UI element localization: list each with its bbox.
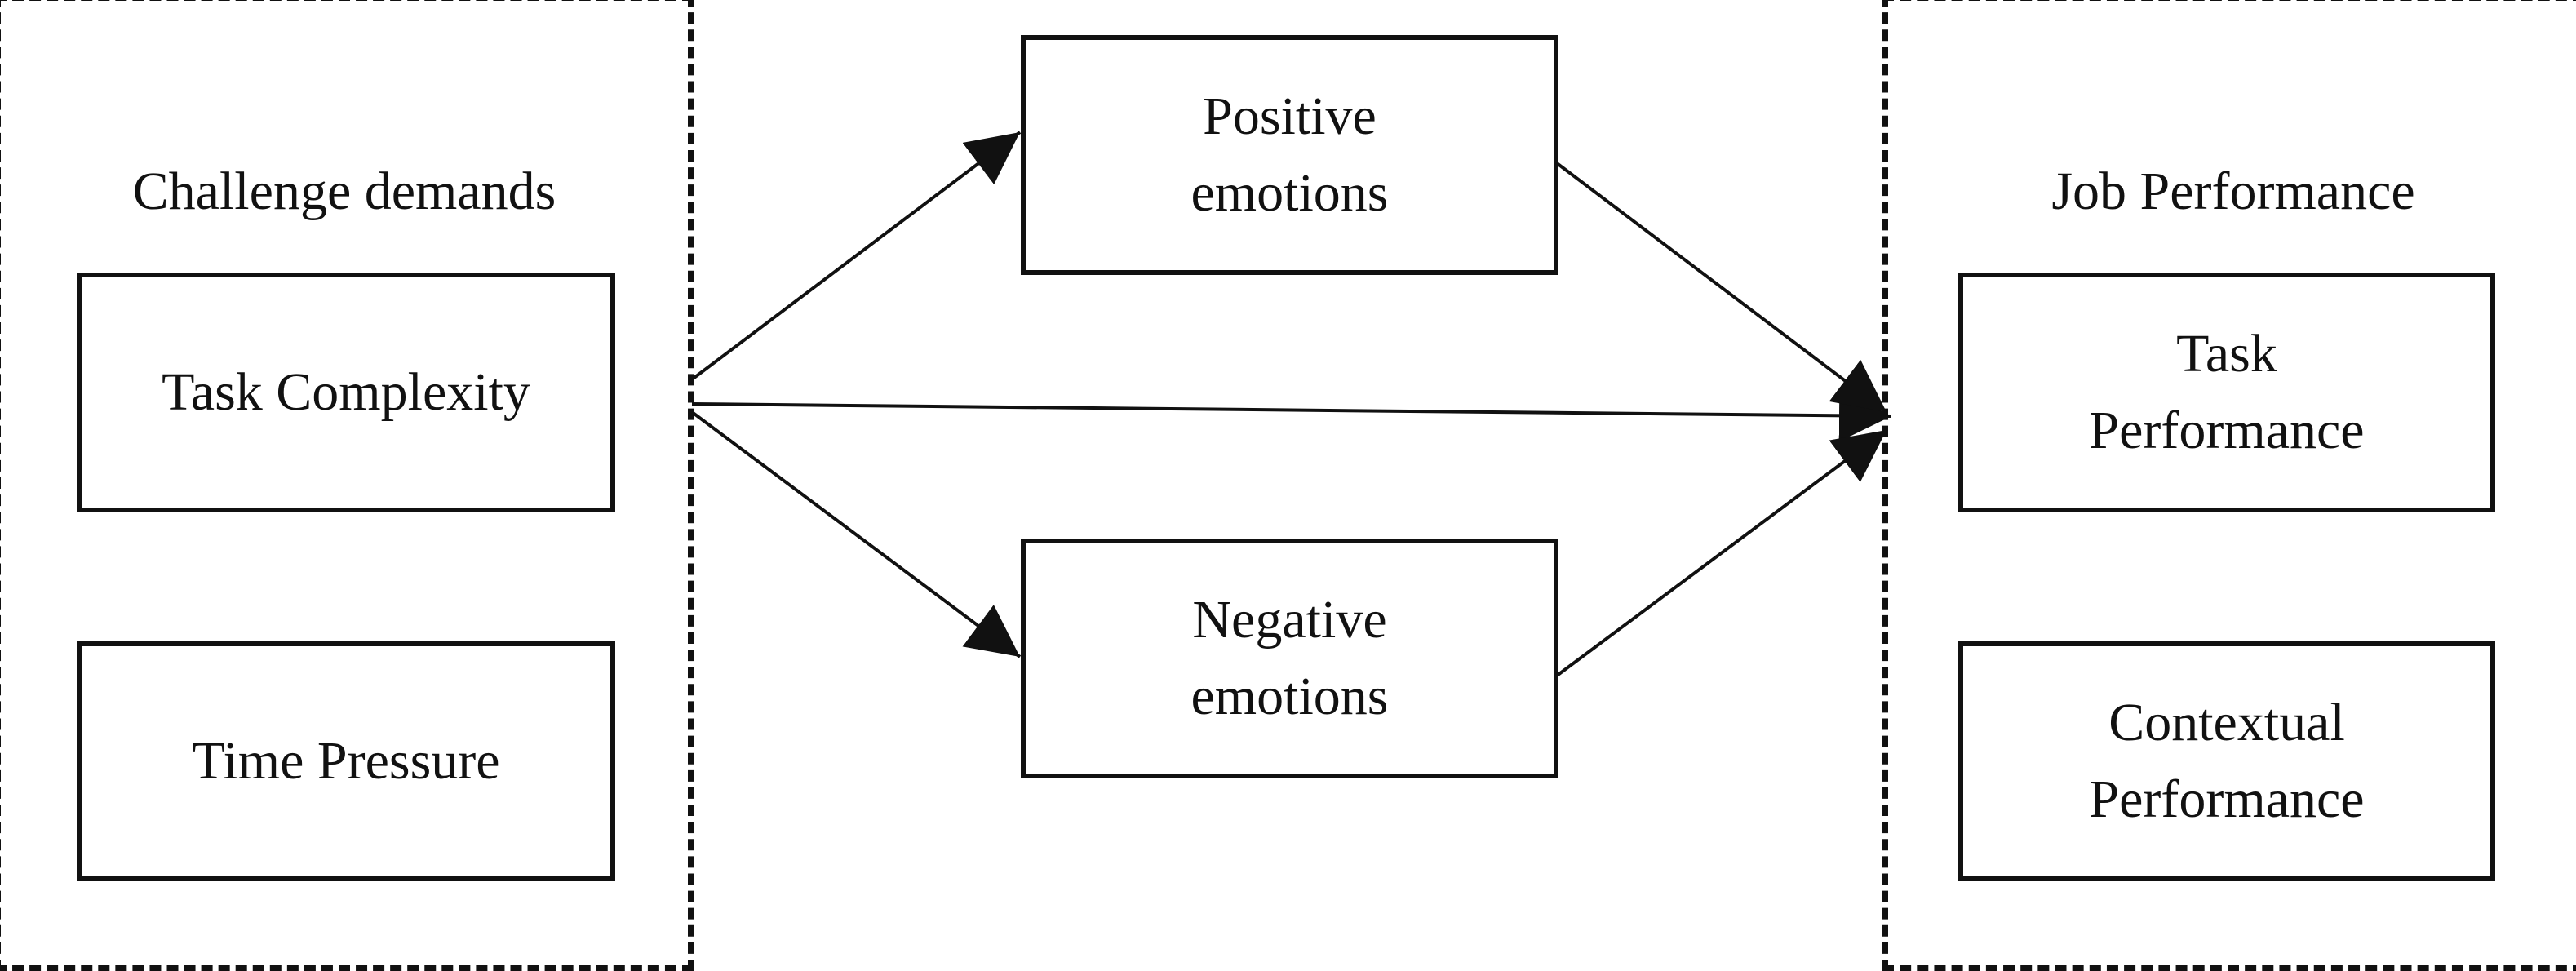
task-performance-box: Task Performance: [1958, 273, 2495, 512]
time-pressure-label: Time Pressure: [192, 731, 500, 791]
contextual-performance-line1: Contextual: [2108, 693, 2345, 753]
challenge-demands-group: Challenge demands: [0, 0, 694, 971]
arrow-negative-to-performance: [1555, 428, 1888, 677]
job-performance-group: Job Performance: [1882, 0, 2576, 971]
arrow-demands-to-negative: [690, 410, 1022, 658]
arrow-demands-to-performance: [691, 389, 1892, 442]
arrow-positive-to-performance: [1555, 162, 1888, 414]
contextual-performance-line2: Performance: [2089, 769, 2365, 829]
positive-emotions-line2: emotions: [1190, 163, 1389, 223]
positive-emotions-line1: Positive: [1203, 86, 1377, 147]
arrow-demands-to-positive: [690, 131, 1022, 381]
negative-emotions-box: Negative emotions: [1021, 539, 1558, 778]
task-complexity-box: Task Complexity: [77, 273, 615, 512]
task-performance-line1: Task: [2176, 324, 2277, 384]
positive-emotions-box: Positive emotions: [1021, 35, 1558, 275]
challenge-demands-title: Challenge demands: [132, 162, 556, 221]
task-complexity-label: Task Complexity: [162, 362, 530, 423]
task-performance-line2: Performance: [2089, 401, 2365, 460]
time-pressure-box: Time Pressure: [77, 641, 615, 881]
contextual-performance-box: Contextual Performance: [1958, 641, 2495, 881]
negative-emotions-line1: Negative: [1192, 590, 1387, 650]
job-performance-title: Job Performance: [2051, 162, 2415, 221]
negative-emotions-line2: emotions: [1190, 667, 1389, 726]
